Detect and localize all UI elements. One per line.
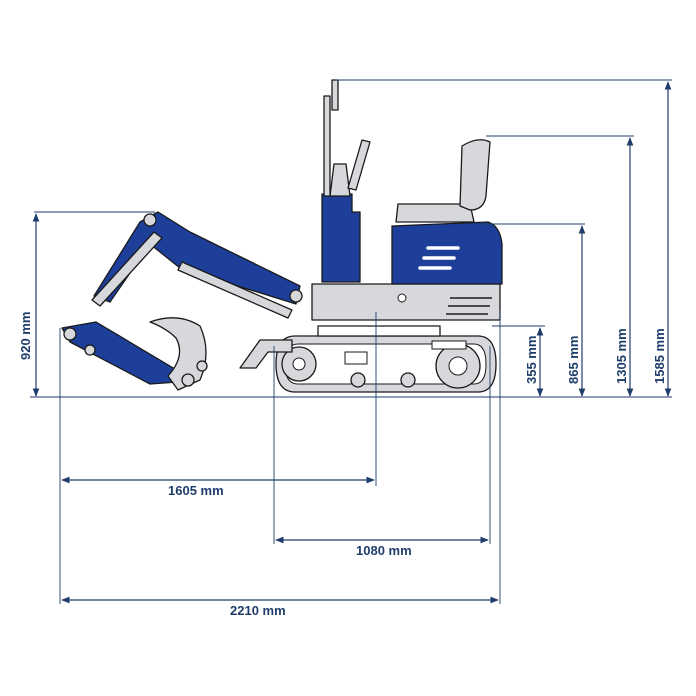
dim-1605-label: 1605 mm: [168, 483, 224, 498]
dim-1305-label: 1305 mm: [614, 328, 629, 384]
operator-seat: [395, 139, 491, 223]
excavator-illustration: [61, 79, 503, 393]
dozer-blade: [239, 339, 293, 369]
track: [275, 335, 497, 393]
boom: [93, 211, 301, 305]
engine-hood: [391, 221, 503, 285]
dim-1585-label: 1585 mm: [652, 328, 667, 384]
dimension-lines: 920 mm 355 mm 865 mm 1305 mm 1585 mm 160…: [18, 79, 672, 618]
arm-cylinder: [91, 231, 163, 307]
dim-865-label: 865 mm: [566, 336, 581, 384]
dipper-arm: [61, 321, 181, 385]
control-tower: [321, 193, 361, 283]
dim-1080-label: 1080 mm: [356, 543, 412, 558]
dim-2210-label: 2210 mm: [230, 603, 286, 618]
undercarriage-frame: [317, 325, 441, 337]
bucket: [149, 317, 207, 391]
canopy-post: [323, 95, 331, 197]
boom-cylinder: [177, 261, 293, 319]
dim-920-label: 920 mm: [18, 312, 33, 360]
dim-355-label: 355 mm: [524, 336, 539, 384]
